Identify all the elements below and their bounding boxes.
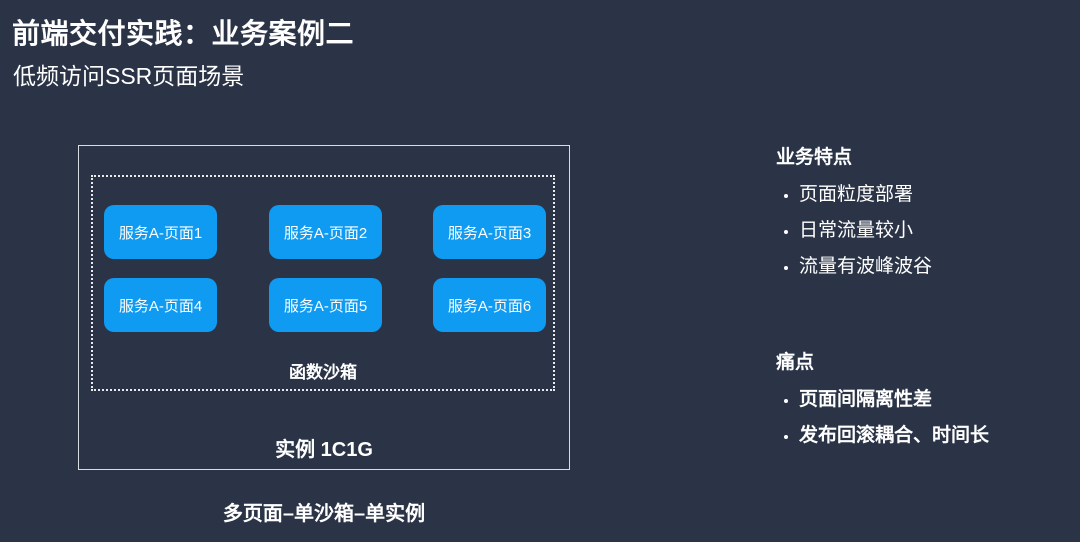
instance-box: 服务A-页面1 服务A-页面2 服务A-页面3 服务A-页面4 服务A-页面5 … — [78, 145, 570, 470]
service-label: 服务A-页面4 — [118, 297, 203, 315]
service-label: 服务A-页面2 — [283, 224, 368, 242]
feature-item: 页面粒度部署 — [799, 183, 1072, 206]
pain-item: 发布回滚耦合、时间长 — [799, 424, 1072, 447]
pains-section: 痛点 页面间隔离性差 发布回滚耦合、时间长 — [776, 347, 1072, 460]
features-list: 页面粒度部署 日常流量较小 流量有波峰波谷 — [776, 183, 1072, 278]
feature-item: 日常流量较小 — [799, 219, 1072, 242]
feature-item: 流量有波峰波谷 — [799, 255, 1072, 278]
service-box: 服务A-页面2 — [269, 205, 382, 259]
service-box: 服务A-页面5 — [269, 278, 382, 332]
service-label: 服务A-页面1 — [118, 224, 203, 242]
sandbox-label: 函数沙箱 — [289, 363, 357, 382]
service-box: 服务A-页面3 — [433, 205, 546, 259]
page-title: 前端交付实践：业务案例二 — [12, 18, 355, 49]
features-section: 业务特点 页面粒度部署 日常流量较小 流量有波峰波谷 — [776, 142, 1072, 291]
pains-heading: 痛点 — [776, 352, 815, 373]
pains-list: 页面间隔离性差 发布回滚耦合、时间长 — [776, 388, 1072, 447]
service-label: 服务A-页面6 — [447, 297, 532, 315]
features-heading: 业务特点 — [776, 147, 853, 168]
service-label: 服务A-页面3 — [447, 224, 532, 242]
instance-label: 实例 1C1G — [275, 439, 373, 461]
service-box: 服务A-页面1 — [104, 205, 217, 259]
service-label: 服务A-页面5 — [283, 297, 368, 315]
service-box: 服务A-页面6 — [433, 278, 546, 332]
diagram-caption: 多页面–单沙箱–单实例 — [222, 503, 426, 525]
page-subtitle: 低频访问SSR页面场景 — [13, 63, 245, 89]
pain-item: 页面间隔离性差 — [799, 388, 1072, 411]
service-box: 服务A-页面4 — [104, 278, 217, 332]
sandbox-box: 服务A-页面1 服务A-页面2 服务A-页面3 服务A-页面4 服务A-页面5 … — [91, 175, 555, 391]
